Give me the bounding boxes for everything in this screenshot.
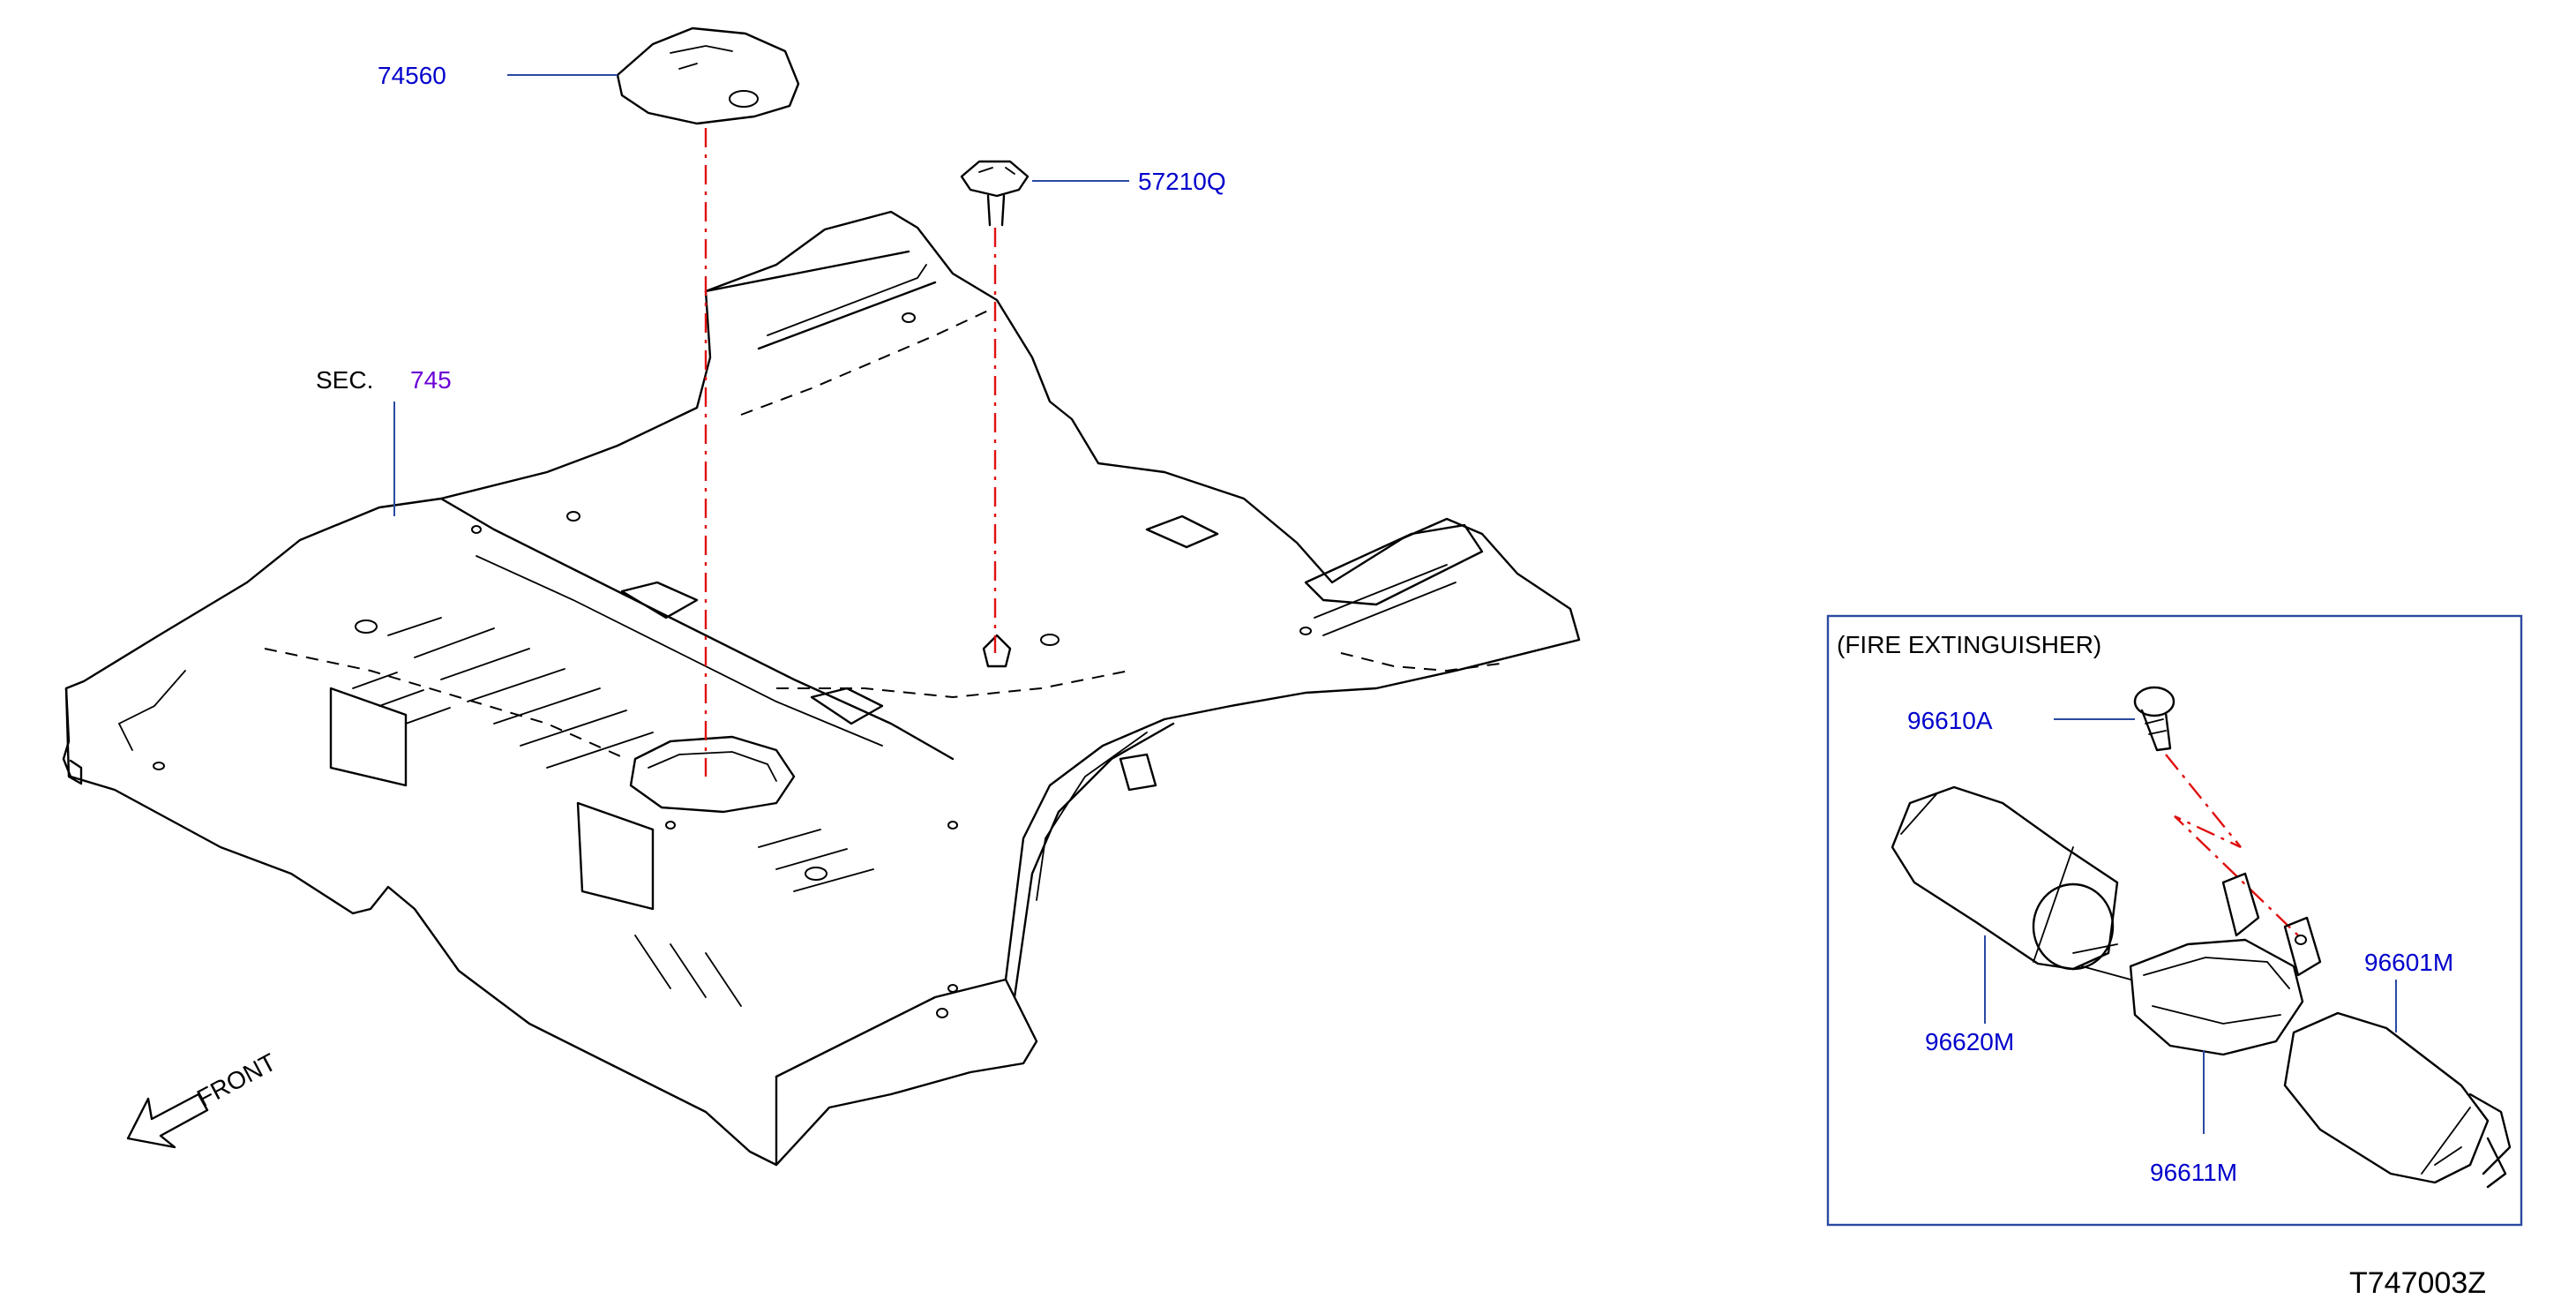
section-ref-745[interactable]: 745 <box>410 366 452 394</box>
part-label-96620M[interactable]: 96620M <box>1925 1028 2014 1055</box>
clip-57210Q <box>960 160 1030 227</box>
rear-floor-panel-drawing <box>62 210 1581 1167</box>
bolt-96610A <box>2133 686 2175 752</box>
install-line-96610A <box>2165 754 2299 936</box>
extinguisher-bottle-96601M <box>2283 1011 2512 1189</box>
insulator-pad-74560 <box>616 26 800 125</box>
cover-sleeve-96620M <box>1891 785 2119 971</box>
fire-extinguisher-inset-frame <box>1826 614 2523 1227</box>
diagram-code: T747003Z <box>2349 1266 2486 1300</box>
inset-title: (FIRE EXTINGUISHER) <box>1837 631 2101 658</box>
part-label-96611M[interactable]: 96611M <box>2150 1159 2237 1186</box>
section-prefix: SEC. <box>316 366 373 394</box>
part-label-74560[interactable]: 74560 <box>378 62 446 89</box>
front-direction-arrow <box>126 1092 209 1149</box>
bracket-96611M <box>2072 872 2322 1056</box>
part-label-96610A[interactable]: 96610A <box>1907 707 1993 734</box>
part-label-57210Q[interactable]: 57210Q <box>1138 168 1226 195</box>
front-label: FRONT <box>192 1048 281 1113</box>
part-label-96601M[interactable]: 96601M <box>2364 949 2453 976</box>
